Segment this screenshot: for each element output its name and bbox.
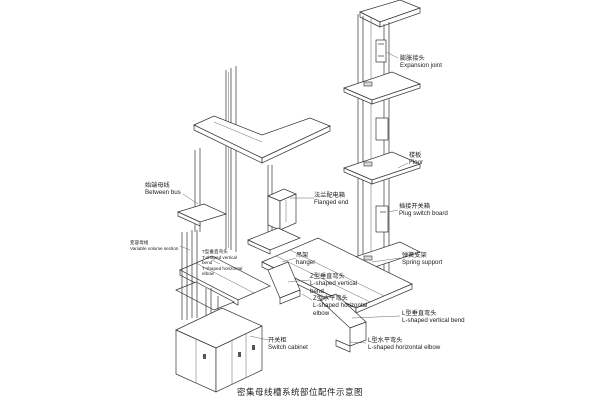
diagram-caption: 密集母线槽系统部位配件示意图: [236, 387, 363, 397]
leader-lines: [179, 51, 409, 344]
left-vertical-shafts: [194, 66, 273, 252]
flanged-end-box: [267, 188, 297, 231]
right-vertical-riser: [339, 0, 421, 278]
upper-floor-slab: [193, 115, 331, 164]
horizontal-busway-run: [261, 237, 413, 353]
middle-floor-slab: [177, 203, 301, 255]
switch-cabinet: [175, 307, 263, 393]
diagonal-busway: [175, 255, 271, 311]
